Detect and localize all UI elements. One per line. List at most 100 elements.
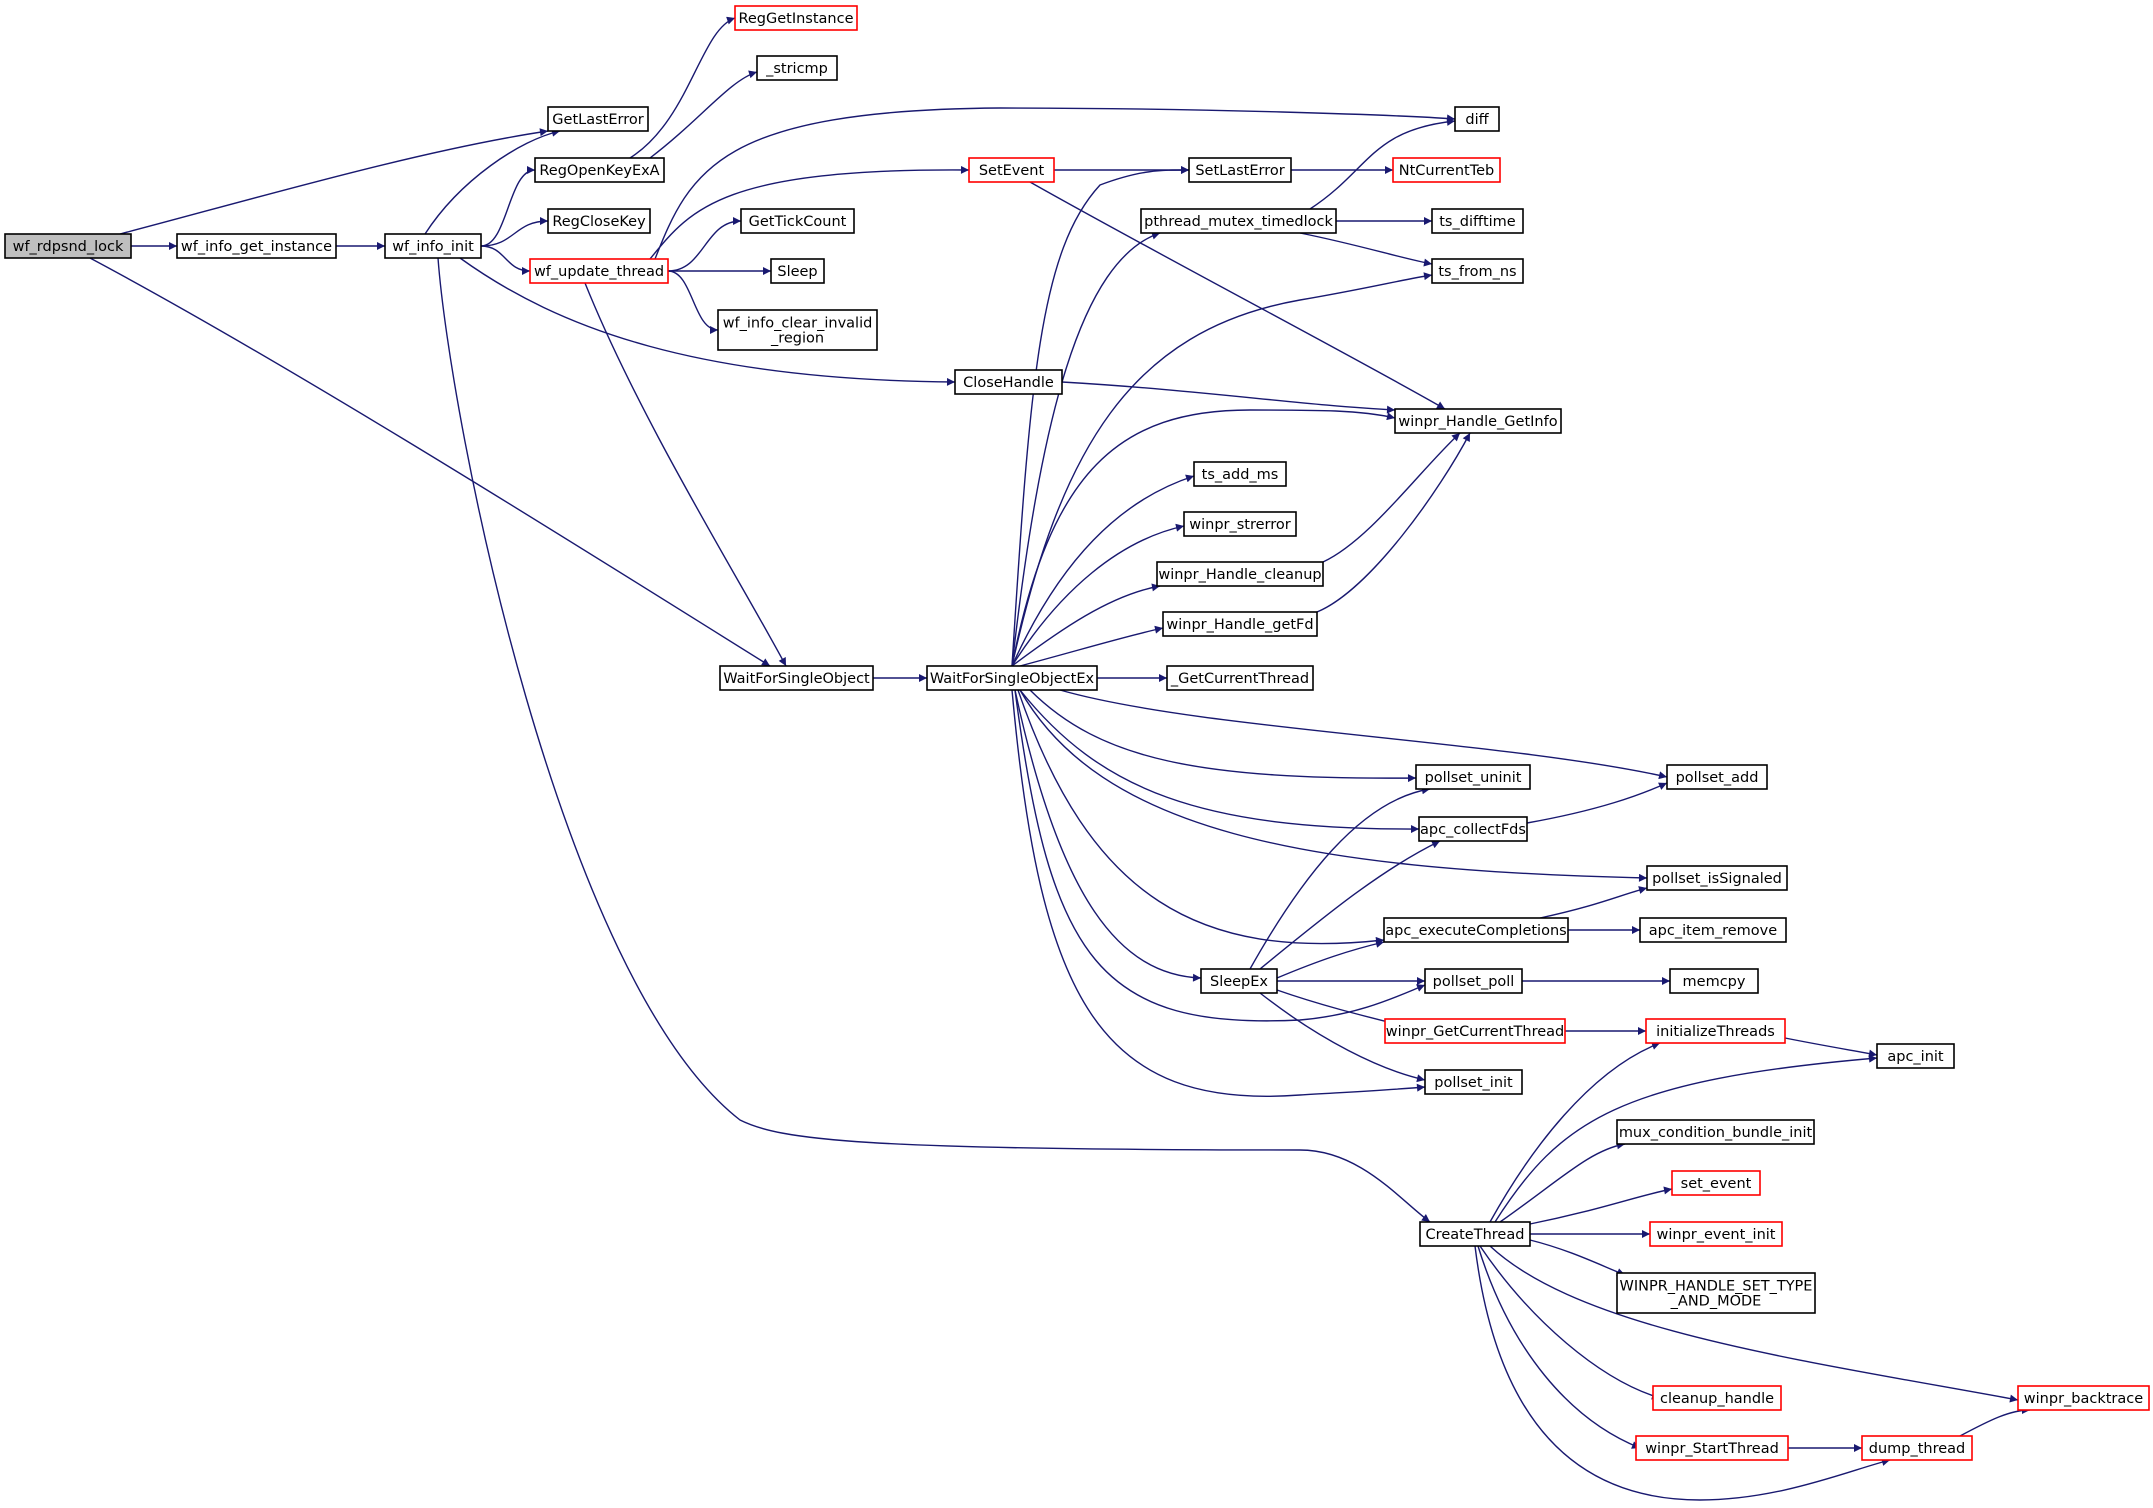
- node-winpr-backtrace[interactable]: winpr_backtrace: [2017, 1385, 2150, 1411]
- node-label: pollset_add: [1676, 770, 1759, 786]
- edge-waitforsingleobjectex-to-ts-add-ms: [1011, 474, 1195, 667]
- edge-pthread-mutex-timedlock-to-diff: [1309, 117, 1456, 210]
- edge-waitforsingleobjectex-to-apc-executecompletions: [1017, 689, 1385, 945]
- edge-waitforsingleobjectex-to-winpr-strerror: [1011, 523, 1185, 667]
- node-cleanup-handle[interactable]: cleanup_handle: [1652, 1385, 1782, 1411]
- node-label: set_event: [1681, 1176, 1752, 1192]
- edge-wf-info-init-to-regopenkeyexa: [480, 166, 536, 247]
- node-pollset-poll[interactable]: pollset_poll: [1424, 968, 1523, 994]
- node-apc-executecompletions[interactable]: apc_executeCompletions: [1383, 917, 1569, 943]
- node-diff[interactable]: diff: [1454, 106, 1500, 132]
- node-label: winpr_GetCurrentThread: [1386, 1024, 1565, 1040]
- node-setlasterror[interactable]: SetLastError: [1188, 157, 1292, 183]
- node-label: _GetCurrentThread: [1170, 671, 1309, 687]
- node-label: wf_info_get_instance: [181, 239, 332, 255]
- node-getcurrentthread[interactable]: _GetCurrentThread: [1166, 665, 1314, 691]
- node-label: _AND_MODE: [1670, 1294, 1762, 1310]
- node-label: mux_condition_bundle_init: [1619, 1125, 1813, 1141]
- edge-regopenkeyexa-to-reggetinstance: [629, 16, 736, 159]
- node-pollset-uninit[interactable]: pollset_uninit: [1415, 764, 1531, 790]
- node-label: CloseHandle: [963, 375, 1054, 391]
- node-label: winpr_strerror: [1189, 517, 1291, 533]
- node-ts-add-ms[interactable]: ts_add_ms: [1193, 461, 1287, 487]
- node-reggetinstance[interactable]: RegGetInstance: [734, 5, 858, 31]
- node-wf-rdpsnd-lock[interactable]: wf_rdpsnd_lock: [4, 233, 132, 259]
- node-winpr-handle-cleanup[interactable]: winpr_Handle_cleanup: [1156, 561, 1324, 587]
- node-createthread[interactable]: CreateThread: [1419, 1221, 1531, 1247]
- node-waitforsingleobject[interactable]: WaitForSingleObject: [719, 665, 874, 691]
- node-wf-info-clear-invalid-region[interactable]: wf_info_clear_invalid_region: [717, 309, 878, 351]
- node-dump-thread[interactable]: dump_thread: [1861, 1435, 1973, 1461]
- node-label: diff: [1465, 112, 1489, 128]
- edge-waitforsingleobjectex-to-pollset-add: [1059, 689, 1668, 780]
- node-label: RegOpenKeyExA: [539, 163, 659, 179]
- edges-layer: [89, 16, 2031, 1501]
- edge-waitforsingleobjectex-to-apc-collectfds: [1019, 689, 1420, 834]
- edge-initializethreads-to-apc-init: [1784, 1037, 1878, 1058]
- node-label: GetLastError: [552, 112, 643, 128]
- node-wf-info-get-instance[interactable]: wf_info_get_instance: [176, 233, 337, 259]
- node-ts-difftime[interactable]: ts_difftime: [1431, 208, 1524, 234]
- node-apc-init[interactable]: apc_init: [1876, 1043, 1955, 1069]
- node-label: RegGetInstance: [738, 11, 853, 27]
- node-winpr-handle-getfd[interactable]: winpr_Handle_getFd: [1162, 611, 1318, 637]
- node-stricmp[interactable]: _stricmp: [756, 55, 838, 81]
- node-closehandle[interactable]: CloseHandle: [954, 369, 1063, 395]
- edge-wf-update-thread-to-diff: [654, 107, 1456, 260]
- node-wf-update-thread[interactable]: wf_update_thread: [529, 258, 669, 284]
- node-mux-condition-bundle-init[interactable]: mux_condition_bundle_init: [1616, 1119, 1815, 1145]
- node-label: SetLastError: [1195, 163, 1284, 179]
- node-label: pollset_poll: [1433, 974, 1515, 990]
- edge-wf-info-init-to-regclosekey: [480, 217, 549, 247]
- edge-regopenkeyexa-to-stricmp: [649, 70, 758, 159]
- edge-sleepex-to-pollset-uninit: [1249, 786, 1431, 970]
- node-ntcurrentteb[interactable]: NtCurrentTeb: [1392, 157, 1501, 183]
- node-label: wf_info_clear_invalid: [723, 316, 873, 332]
- node-sleepex[interactable]: SleepEx: [1200, 968, 1278, 994]
- node-label: apc_item_remove: [1649, 923, 1777, 939]
- node-label: apc_init: [1887, 1049, 1944, 1065]
- node-label: apc_executeCompletions: [1385, 923, 1566, 939]
- node-winpr-getcurrentthread[interactable]: winpr_GetCurrentThread: [1384, 1018, 1566, 1044]
- edge-createthread-to-cleanup-handle: [1479, 1245, 1661, 1400]
- edge-wf-info-init-to-getlasterror: [424, 128, 561, 235]
- node-apc-item-remove[interactable]: apc_item_remove: [1639, 917, 1787, 943]
- edge-wf-update-thread-to-wf-info-clear-invalid-region: [667, 270, 719, 334]
- node-memcpy[interactable]: memcpy: [1669, 968, 1759, 994]
- node-pollset-init[interactable]: pollset_init: [1424, 1069, 1523, 1095]
- node-label: ts_from_ns: [1438, 264, 1516, 280]
- node-label: initializeThreads: [1656, 1024, 1775, 1040]
- node-pthread-mutex-timedlock[interactable]: pthread_mutex_timedlock: [1140, 208, 1337, 234]
- node-getlasterror[interactable]: GetLastError: [547, 106, 649, 132]
- node-winpr-startthread[interactable]: winpr_StartThread: [1635, 1435, 1789, 1461]
- node-pollset-issignaled[interactable]: pollset_isSignaled: [1646, 865, 1788, 891]
- edge-closehandle-to-winpr-handle-getinfo: [1061, 381, 1396, 414]
- node-label: pthread_mutex_timedlock: [1144, 214, 1333, 230]
- node-label: wf_info_init: [392, 239, 474, 255]
- node-gettickcount[interactable]: GetTickCount: [740, 208, 855, 234]
- edge-wf-rdpsnd-lock-to-waitforsingleobject: [89, 257, 771, 667]
- node-label: winpr_StartThread: [1645, 1441, 1779, 1457]
- node-label: apc_collectFds: [1420, 822, 1526, 838]
- node-label: memcpy: [1683, 974, 1746, 990]
- node-regclosekey[interactable]: RegCloseKey: [547, 208, 651, 234]
- node-setevent[interactable]: SetEvent: [968, 157, 1055, 183]
- node-waitforsingleobjectex[interactable]: WaitForSingleObjectEx: [926, 665, 1098, 691]
- node-regopenkeyexa[interactable]: RegOpenKeyExA: [534, 157, 665, 183]
- node-apc-collectfds[interactable]: apc_collectFds: [1418, 816, 1528, 842]
- node-winpr-handle-set-type-and-mode[interactable]: WINPR_HANDLE_SET_TYPE_AND_MODE: [1616, 1272, 1816, 1314]
- node-winpr-event-init[interactable]: winpr_event_init: [1649, 1221, 1783, 1247]
- node-label: pollset_uninit: [1425, 770, 1522, 786]
- node-winpr-handle-getinfo[interactable]: winpr_Handle_GetInfo: [1394, 408, 1562, 434]
- node-pollset-add[interactable]: pollset_add: [1666, 764, 1768, 790]
- node-label: WINPR_HANDLE_SET_TYPE: [1620, 1279, 1813, 1295]
- node-label: winpr_Handle_getFd: [1166, 617, 1313, 633]
- node-label: SleepEx: [1210, 974, 1268, 990]
- edge-sleepex-to-pollset-init: [1259, 992, 1426, 1083]
- node-sleep[interactable]: Sleep: [770, 258, 825, 284]
- node-wf-info-init[interactable]: wf_info_init: [384, 233, 482, 259]
- node-set-event[interactable]: set_event: [1671, 1170, 1761, 1196]
- node-ts-from-ns[interactable]: ts_from_ns: [1431, 258, 1524, 284]
- node-winpr-strerror[interactable]: winpr_strerror: [1183, 511, 1297, 537]
- node-initializethreads[interactable]: initializeThreads: [1645, 1018, 1786, 1044]
